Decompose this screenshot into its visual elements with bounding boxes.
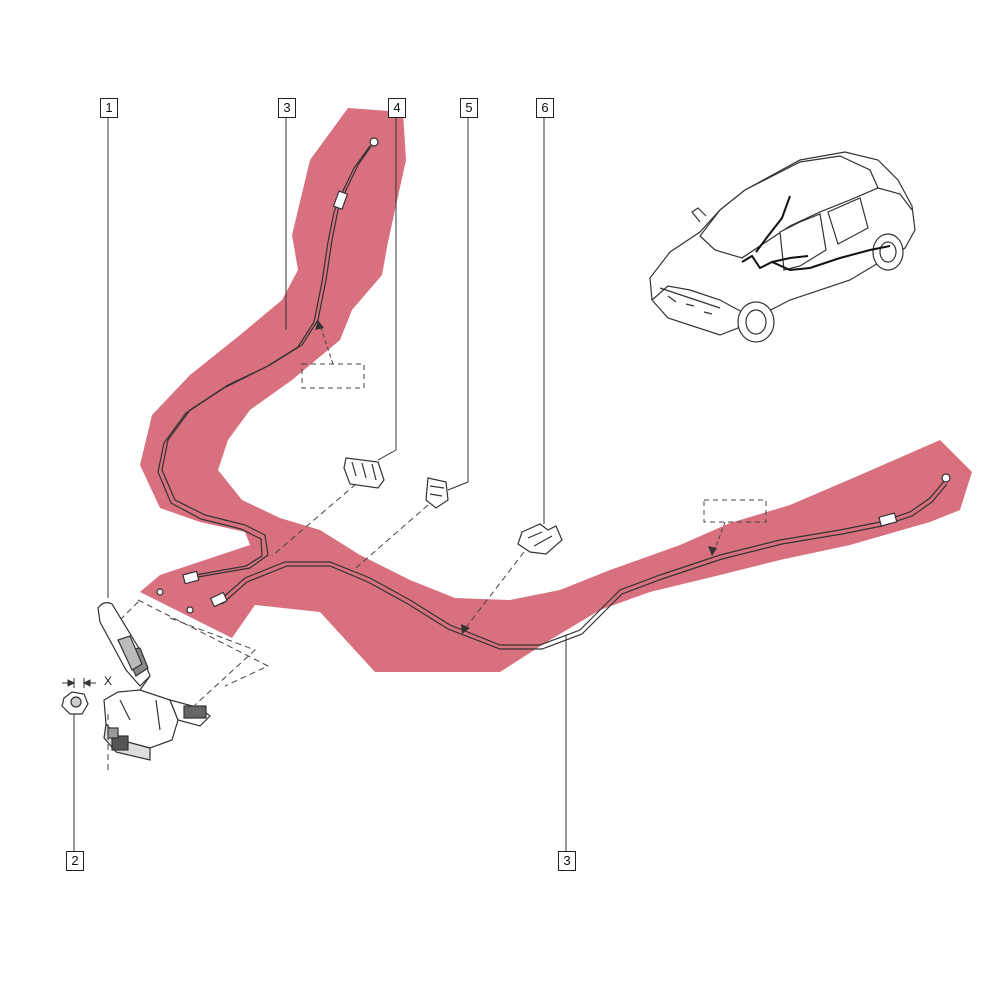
cable-bracket xyxy=(517,523,563,555)
nut xyxy=(61,691,89,715)
detail-box-lower xyxy=(703,499,767,523)
cable-end-right xyxy=(941,473,951,483)
callout-5: 5 xyxy=(460,98,478,118)
callout-4: 4 xyxy=(388,98,406,118)
detail-arrowhead-lower xyxy=(708,546,717,556)
callout-1: 1 xyxy=(100,98,118,118)
detail-box-upper xyxy=(301,363,365,389)
callout-3-top: 3 xyxy=(278,98,296,118)
lever-dash-lines xyxy=(119,599,270,706)
leader-lines xyxy=(73,117,567,851)
callout-2: 2 xyxy=(66,851,84,871)
cable-highlight-region xyxy=(140,108,972,672)
cable-sleeve-top xyxy=(332,190,349,210)
detail-arrowhead-upper xyxy=(315,320,324,330)
car-location-view xyxy=(649,151,916,343)
callout-6: 6 xyxy=(536,98,554,118)
cable-end-top xyxy=(369,137,379,147)
cable-guide xyxy=(425,477,449,509)
dimension-x-label: X xyxy=(104,674,113,688)
car-cable-routing xyxy=(741,195,891,272)
brake-cable-left xyxy=(157,141,375,579)
bracket-arrowhead xyxy=(461,624,470,634)
cable-sleeve-right xyxy=(878,512,898,527)
callout-3-bottom: 3 xyxy=(558,851,576,871)
cable-connectors xyxy=(156,570,228,614)
cable-clip xyxy=(343,457,385,489)
dimension-x-marker xyxy=(62,678,96,688)
clip-dash-line xyxy=(271,483,357,557)
bracket-dash-line xyxy=(463,551,525,631)
guide-dash-line xyxy=(355,504,429,569)
parking-brake-lever xyxy=(97,602,211,761)
detail-arrow-lower xyxy=(713,521,726,553)
